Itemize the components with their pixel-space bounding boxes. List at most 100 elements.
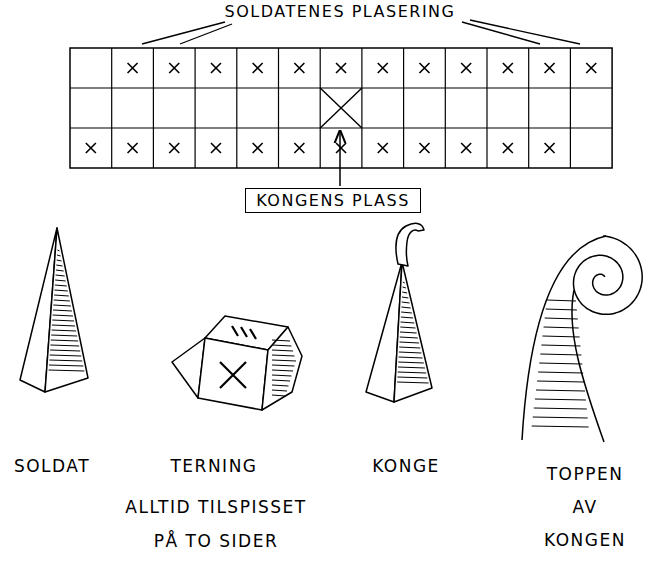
hatch [57,255,61,256]
grid-line [278,48,279,168]
hatch [537,381,584,382]
hatch [51,340,78,341]
box-label: KONGENS PLASS [256,191,410,210]
hatch [401,307,410,308]
grid-line [70,87,612,88]
soldier-mark [253,63,263,73]
grid [70,48,612,168]
hatch [401,312,412,313]
hatch [546,309,577,310]
hatch [538,372,583,373]
hatch [272,385,289,386]
hatch [536,390,585,391]
hatch [49,365,83,366]
hatch [53,315,73,316]
hatch [272,390,287,391]
grid-line [153,48,154,168]
soldier-mark [169,143,179,153]
label: TERNING [170,456,257,476]
hatch [398,367,425,368]
soldier-mark [128,143,138,153]
grid-line [236,48,237,168]
grid-line [195,48,196,168]
hatch [56,275,65,276]
soldier-mark [128,63,138,73]
soldier-mark [419,63,429,73]
grid-line [361,48,362,168]
soldier-figure [20,228,88,392]
grid-line [70,127,612,128]
hatch [52,330,77,331]
hatch [272,355,295,356]
hatch [272,345,292,346]
soldier-mark [294,143,304,153]
label: KONGE [372,456,440,476]
hatch [54,295,69,296]
hatch [54,290,67,291]
soldier-mark [586,63,596,73]
hatch [397,382,428,383]
hatch [535,399,586,400]
hatch [544,327,579,328]
hatch [57,260,62,261]
hatch [49,360,82,361]
place-box: KONGENS PLASS [245,188,421,213]
label: SOLDAT [14,456,90,476]
hatch [53,310,72,311]
label: SOLDATENES PLASERING [225,2,456,21]
label: ALLTID TILSPISSET PÅ TO SIDER [116,490,316,558]
grid-line [528,48,529,168]
hatch [272,380,290,381]
soldier-mark [169,63,179,73]
hatch [51,335,77,336]
hatch [541,345,580,346]
hatch [55,285,67,286]
hatch [272,350,293,351]
hatch [403,282,405,283]
label: TOPPEN AV KONGEN [538,458,633,557]
soldier-mark [461,63,471,73]
die-figure [172,316,302,410]
soldier-mark [378,63,388,73]
hatch [401,322,415,323]
king-place-mark [320,88,362,128]
hatch [272,375,292,376]
soldier-mark [336,143,346,153]
king-top-figure [522,236,642,442]
hatch [399,342,419,343]
soldier-mark [503,63,513,73]
grid-line [570,48,571,168]
grid-line [111,48,112,168]
hatch [52,325,75,326]
soldier-mark [336,63,346,73]
hatch [399,352,422,353]
hatch [398,372,426,373]
hatch [533,417,588,418]
hatch [272,340,290,341]
hatch [400,332,417,333]
grid-line [403,48,404,168]
hatch [49,370,85,371]
soldier-mark [253,143,263,153]
king-figure [366,223,432,402]
hatch [539,363,582,364]
hatch [400,327,415,328]
hatch [402,302,410,303]
soldier-mark [461,143,471,153]
soldier-mark [86,143,96,153]
hatch [399,357,423,358]
hatch [54,300,70,301]
hatch [532,426,589,427]
hatch [272,360,296,361]
leader-lines [142,20,580,44]
hatch [534,408,587,409]
hatch [403,287,406,288]
hatch [542,336,579,337]
hatch [400,337,418,338]
grid-line [445,48,446,168]
hatch [547,300,576,301]
hatch [402,292,407,293]
hatch [272,365,295,366]
hatch [56,270,64,271]
soldier-mark [419,143,429,153]
